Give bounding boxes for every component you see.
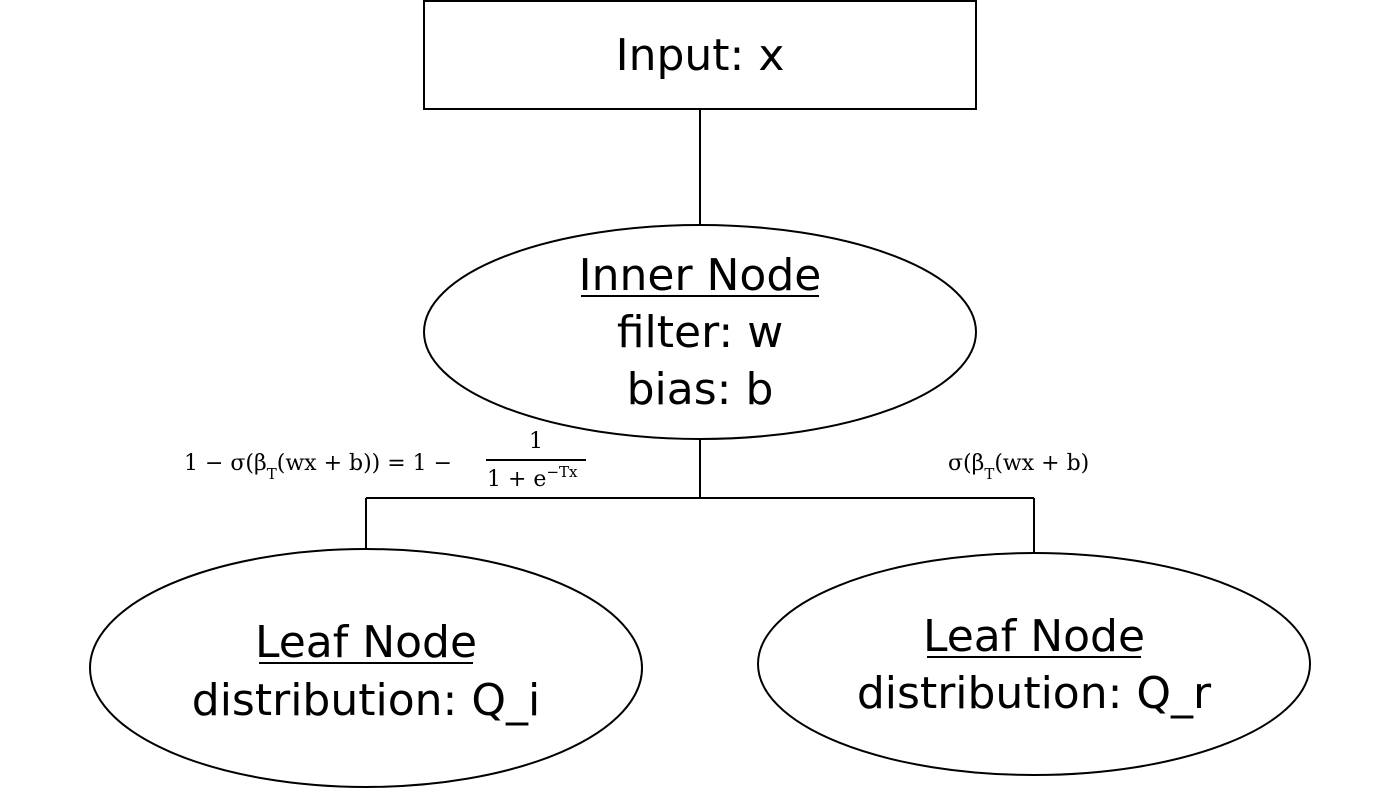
left-leaf-node: Leaf Node distribution: Q_i (89, 548, 643, 788)
right-leaf-distribution: distribution: Q_r (857, 668, 1212, 719)
input-node: Input: x (423, 0, 977, 110)
left-eq-lhs: 1 − σ(βT(wx + b)) = 1 − (184, 451, 452, 483)
inner-node-bias: bias: b (627, 364, 774, 415)
left-edge-equation: 1 − σ(βT(wx + b)) = 1 − 1 1 + e−Tx (184, 429, 586, 492)
right-eq-text: σ(βT(wx + b) (948, 451, 1089, 483)
right-edge-equation: σ(βT(wx + b) (948, 451, 1089, 483)
left-eq-frac-numerator: 1 (529, 429, 543, 454)
left-leaf-title: Leaf Node (255, 617, 477, 668)
inner-node-filter: filter: w (617, 307, 783, 358)
right-leaf-node: Leaf Node distribution: Q_r (757, 552, 1311, 776)
inner-node: Inner Node filter: w bias: b (423, 224, 977, 440)
right-leaf-title: Leaf Node (923, 611, 1145, 662)
left-eq-frac-denominator: 1 + e−Tx (487, 463, 578, 492)
left-leaf-distribution: distribution: Q_i (192, 675, 540, 726)
inner-node-title: Inner Node (579, 250, 822, 301)
input-node-label: Input: x (616, 30, 785, 81)
